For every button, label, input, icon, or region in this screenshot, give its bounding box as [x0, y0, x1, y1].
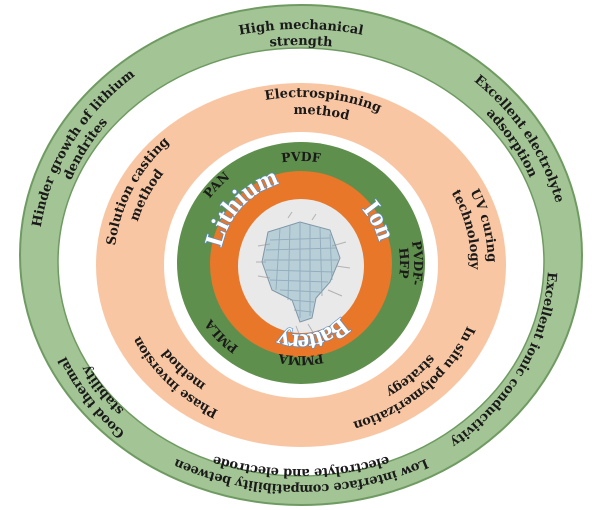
property-high-mechanical-strength: High mechanical strength [238, 18, 365, 51]
svg-text:strength: strength [269, 34, 334, 51]
svg-text:PVDF-: PVDF- [409, 240, 426, 287]
svg-text:HFP: HFP [396, 247, 412, 280]
polymer-pvdf-hfp: PVDF- HFP [396, 240, 426, 287]
polymer-network-icon [256, 211, 351, 337]
polymer-pmma: PMMA [277, 351, 325, 368]
svg-text:High mechanical: High mechanical [238, 18, 365, 39]
polymer-pvdf: PVDF [280, 149, 321, 166]
